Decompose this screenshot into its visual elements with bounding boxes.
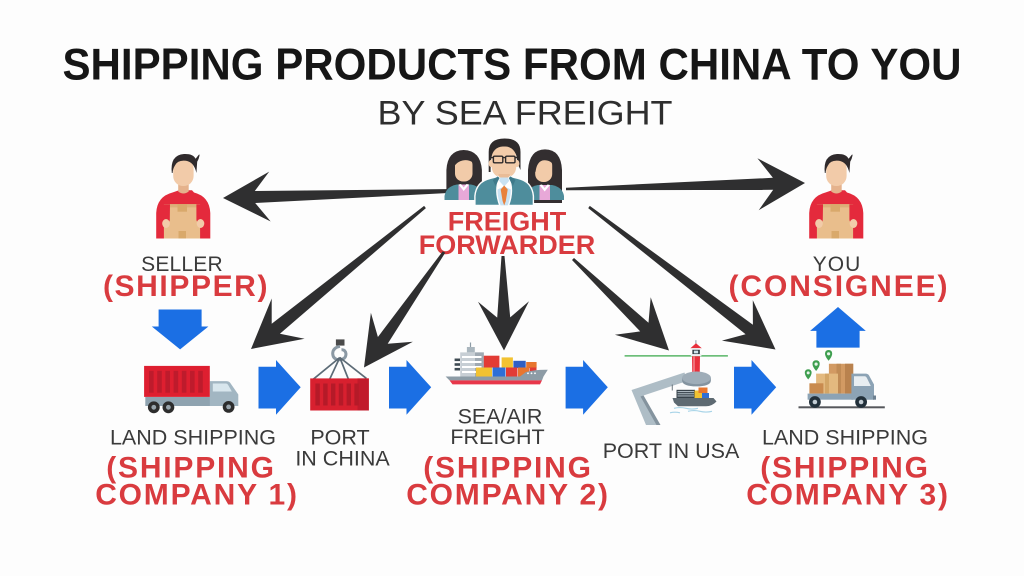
svg-text:IN CHINA: IN CHINA: [295, 447, 390, 471]
svg-text:FREIGHT: FREIGHT: [450, 425, 544, 449]
svg-text:SELLER: SELLER: [141, 253, 223, 276]
svg-text:LAND SHIPPING: LAND SHIPPING: [110, 426, 276, 450]
svg-text:LAND SHIPPING: LAND SHIPPING: [762, 426, 928, 450]
svg-text:(SHIPPING: (SHIPPING: [106, 452, 276, 485]
svg-text:FORWARDER: FORWARDER: [419, 230, 596, 260]
svg-text:BY SEA FREIGHT: BY SEA FREIGHT: [378, 95, 673, 133]
svg-text:COMPANY 3): COMPANY 3): [746, 479, 950, 512]
svg-text:SEA/AIR: SEA/AIR: [458, 405, 543, 429]
svg-text:COMPANY 2): COMPANY 2): [406, 479, 610, 512]
svg-text:(SHIPPING: (SHIPPING: [423, 452, 593, 485]
svg-text:COMPANY 1): COMPANY 1): [95, 479, 299, 512]
svg-text:(SHIPPING: (SHIPPING: [760, 452, 930, 485]
svg-text:PORT: PORT: [310, 426, 369, 450]
svg-text:(SHIPPER): (SHIPPER): [103, 270, 269, 303]
svg-text:SHIPPING PRODUCTS FROM CHINA T: SHIPPING PRODUCTS FROM CHINA TO YOU: [63, 41, 962, 90]
svg-text:FREIGHT: FREIGHT: [448, 207, 567, 237]
svg-text:PORT IN USA: PORT IN USA: [603, 439, 740, 463]
svg-text:(CONSIGNEE): (CONSIGNEE): [729, 270, 950, 303]
svg-text:YOU: YOU: [813, 253, 862, 276]
